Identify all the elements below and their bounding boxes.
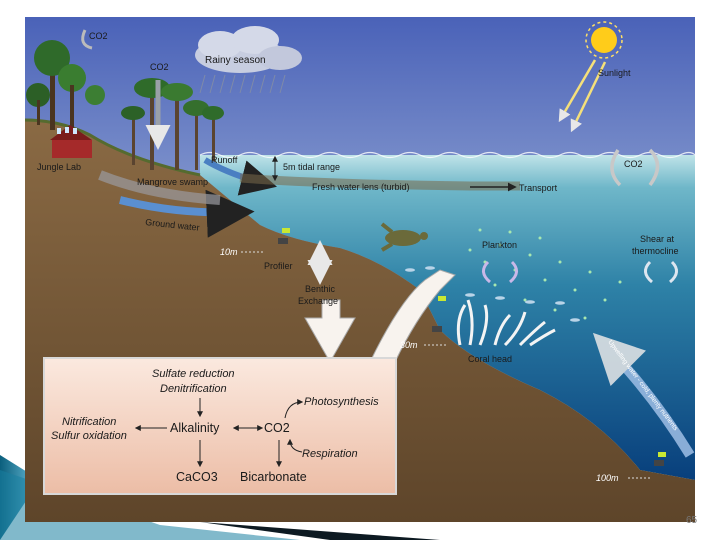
ground-water-arrow bbox=[119, 189, 255, 238]
fish-school bbox=[405, 266, 580, 322]
box-sulfur-oxidation: Sulfur oxidation bbox=[51, 430, 127, 442]
label-rainy-season: Rainy season bbox=[205, 55, 266, 66]
coral-sensor bbox=[432, 296, 446, 332]
slide-decor-stripe-3 bbox=[200, 522, 440, 540]
arrow-co2-photosynthesis bbox=[284, 399, 304, 419]
label-sunlight: Sunlight bbox=[598, 68, 631, 78]
sun-icon bbox=[585, 21, 623, 59]
chemistry-inset-box bbox=[43, 357, 397, 495]
label-jungle-lab: Jungle Lab bbox=[37, 162, 81, 172]
label-co2-sea: CO2 bbox=[624, 159, 643, 169]
co2-swirl-sea bbox=[610, 148, 660, 187]
box-nitrification: Nitrification bbox=[62, 416, 116, 428]
arrow-respiration-co2 bbox=[287, 438, 303, 453]
label-thermocline: thermocline bbox=[632, 246, 679, 256]
jungle-trees bbox=[26, 40, 105, 130]
fresh-water-lens bbox=[239, 173, 520, 191]
upwelling-arrow bbox=[592, 332, 695, 458]
plankton-cloud bbox=[468, 228, 622, 320]
sea bbox=[200, 155, 695, 480]
box-photosynthesis: Photosynthesis bbox=[304, 396, 379, 408]
label-coral-head: Coral head bbox=[468, 354, 512, 364]
page-number: 65 bbox=[686, 515, 698, 526]
thermocline-swirl bbox=[644, 260, 678, 284]
callout-pointer-plankton bbox=[369, 269, 456, 363]
label-runoff: Runoff bbox=[211, 155, 238, 165]
box-caco3: CaCO3 bbox=[176, 470, 218, 484]
sea-turtle bbox=[380, 222, 428, 252]
box-co2: CO2 bbox=[264, 421, 290, 435]
label-co2-mangrove: CO2 bbox=[150, 62, 169, 72]
label-depth-30m: 30m bbox=[400, 340, 418, 350]
label-benthic: Benthic bbox=[305, 284, 336, 294]
slide-decor-stripe-2 bbox=[0, 470, 300, 540]
coral-head bbox=[456, 299, 556, 347]
sunlight-ray-1 bbox=[558, 59, 597, 123]
rain-cloud bbox=[195, 26, 302, 94]
box-alkalinity: Alkalinity bbox=[170, 421, 220, 435]
deep-sensor bbox=[654, 452, 666, 466]
sunlight-ray-2 bbox=[570, 61, 607, 133]
box-bicarbonate: Bicarbonate bbox=[240, 470, 307, 484]
callout-pointer-benthic bbox=[304, 299, 356, 364]
sea-surface bbox=[199, 151, 696, 159]
box-denitrification: Denitrification bbox=[160, 383, 227, 395]
box-sulfate-reduction: Sulfate reduction bbox=[152, 368, 235, 380]
label-plankton: Plankton bbox=[482, 240, 517, 250]
label-transport: Transport bbox=[519, 183, 558, 193]
co2-swirl-top-left bbox=[81, 29, 93, 50]
label-mangrove-swamp: Mangrove swamp bbox=[137, 177, 208, 187]
label-exchange: Exchange bbox=[298, 296, 338, 306]
label-depth-10m: 10m bbox=[220, 247, 238, 257]
label-fresh-water-lens: Fresh water lens (turbid) bbox=[312, 182, 410, 192]
label-tidal-range: 5m tidal range bbox=[283, 162, 340, 172]
grass-edge bbox=[24, 118, 201, 177]
label-profiler: Profiler bbox=[264, 261, 293, 271]
ground-water-flow-grey bbox=[98, 170, 221, 205]
profiler-instrument bbox=[278, 228, 290, 244]
jungle-lab-house bbox=[50, 125, 92, 158]
label-depth-100m: 100m bbox=[596, 473, 619, 483]
box-respiration: Respiration bbox=[302, 448, 358, 460]
plankton-swirl bbox=[482, 260, 518, 284]
label-shear: Shear at bbox=[640, 234, 675, 244]
label-co2-top-left: CO2 bbox=[89, 31, 108, 41]
